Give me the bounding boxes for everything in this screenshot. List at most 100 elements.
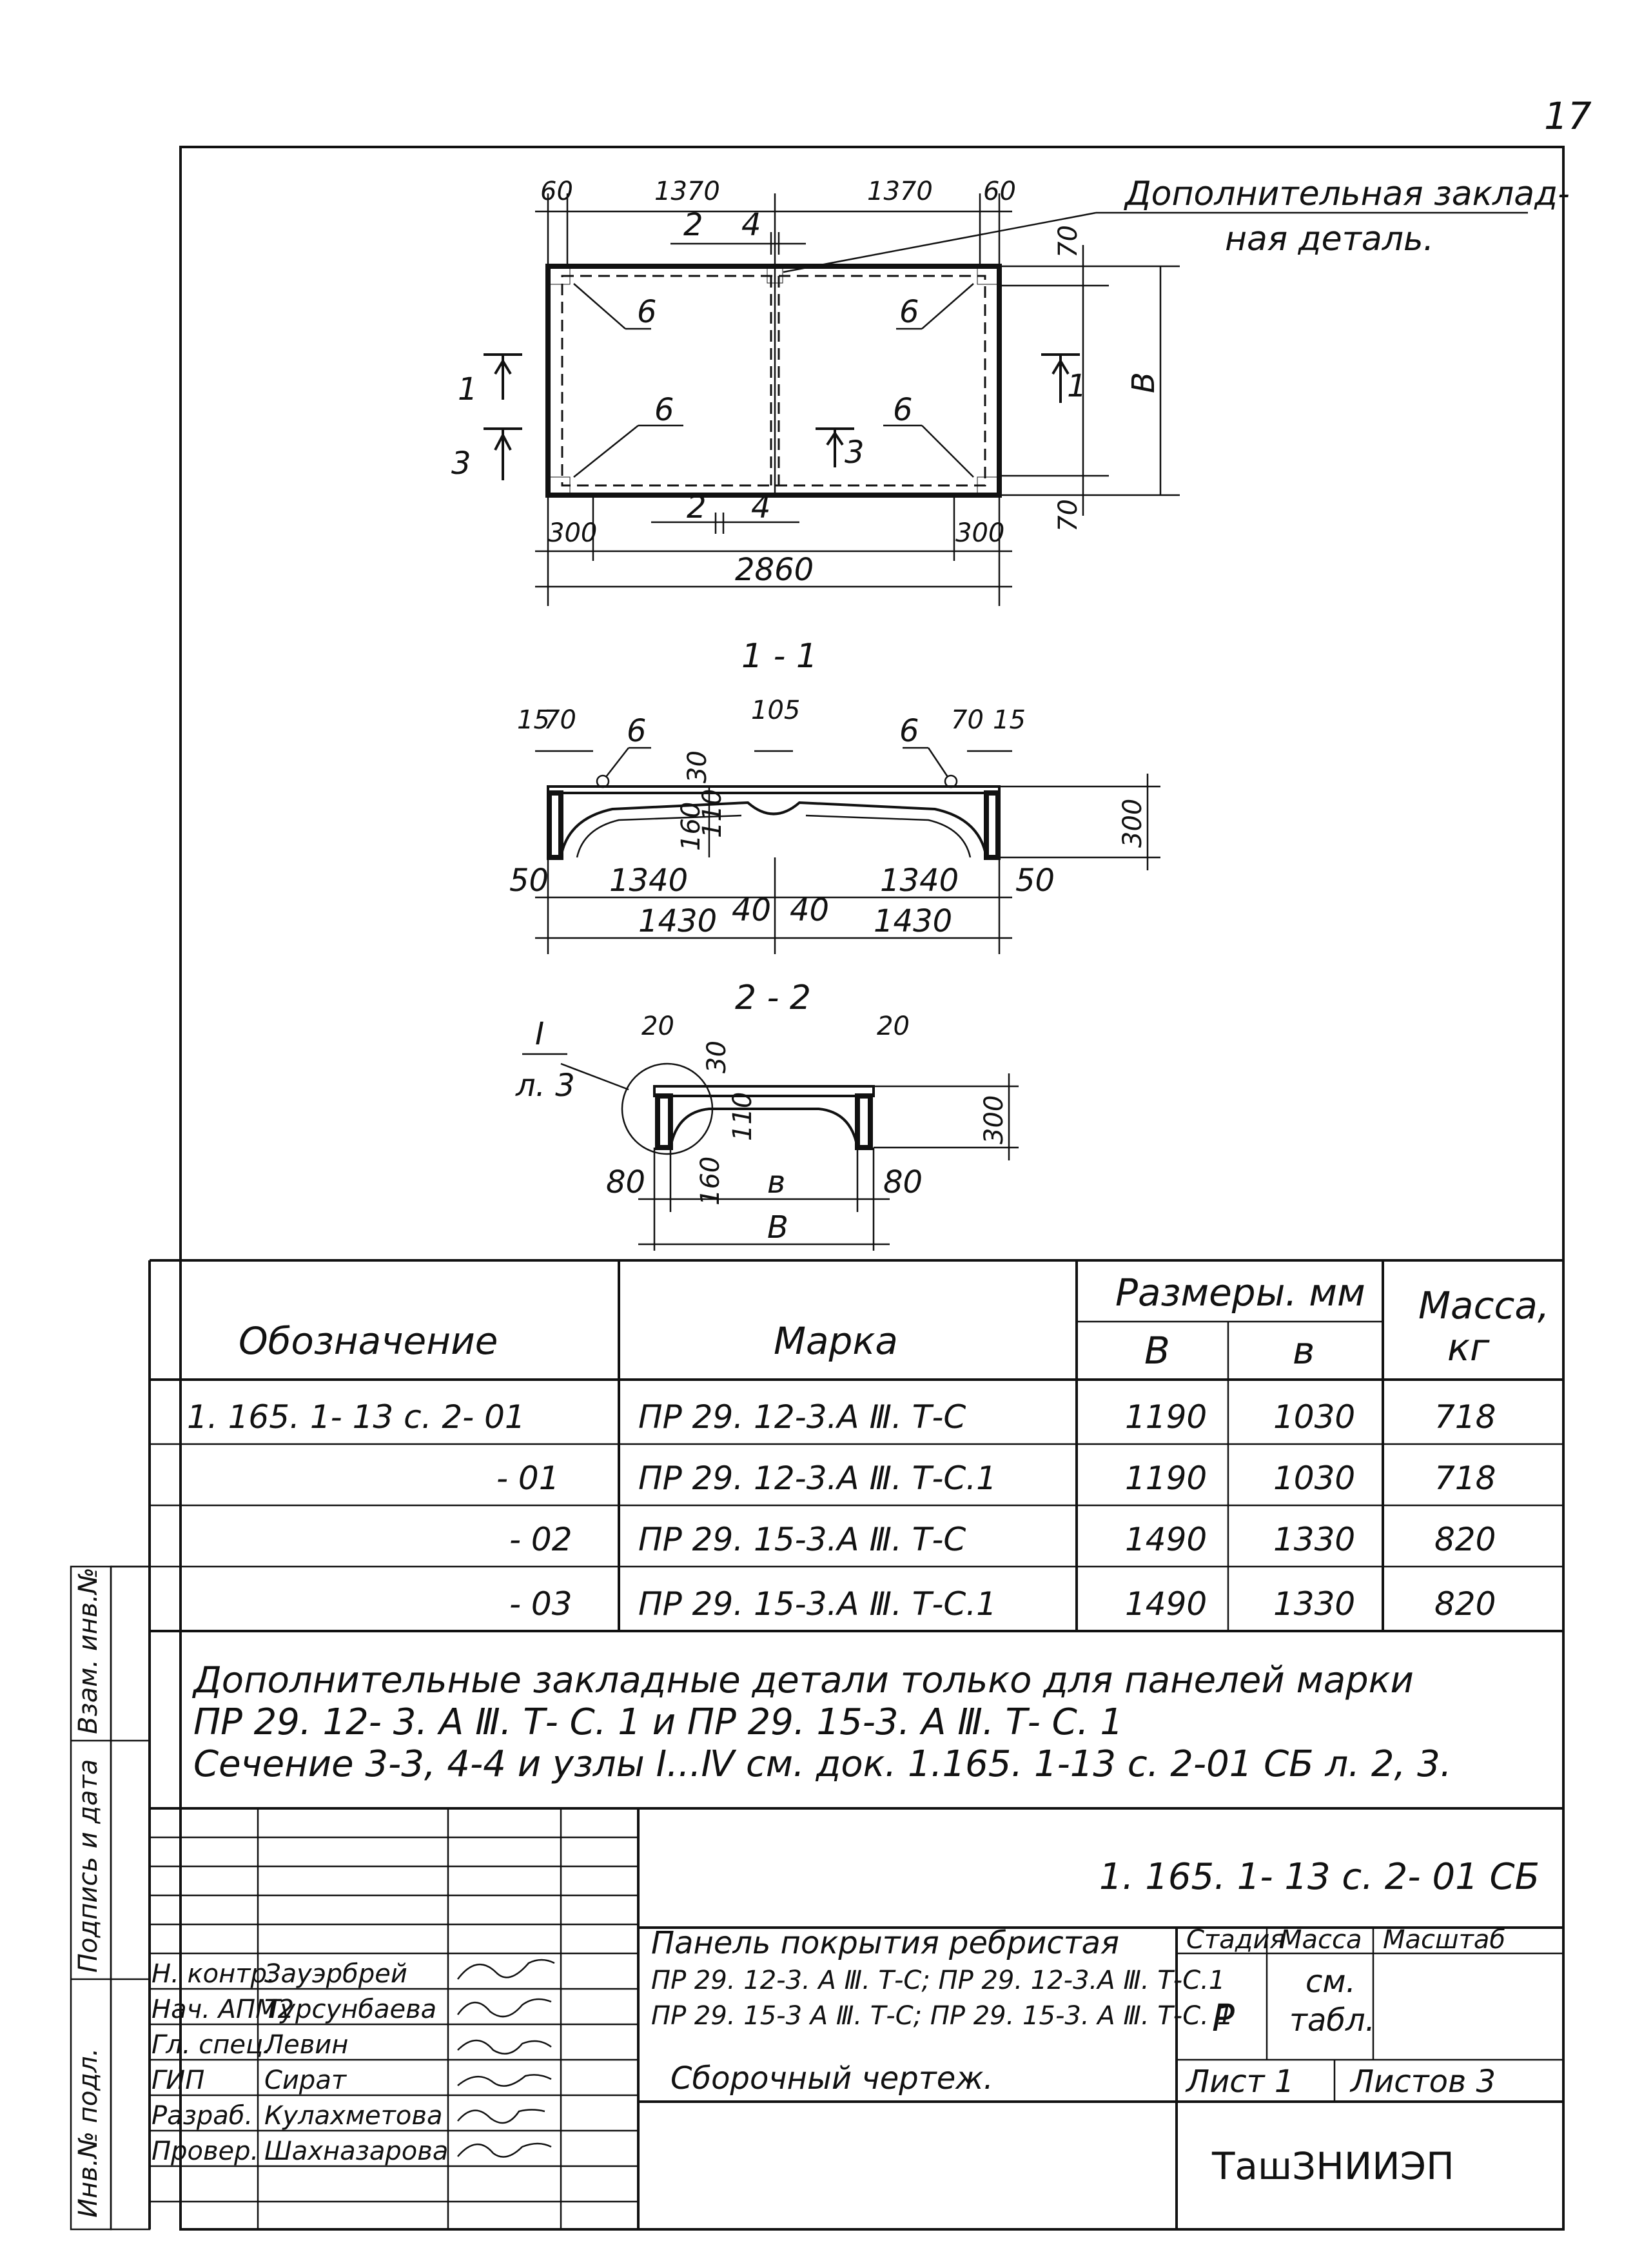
s11-dim-70-left: 70	[543, 705, 576, 735]
s11-dim-160: 160	[676, 802, 706, 851]
staff-row: Разраб. Кулахметова	[152, 2101, 442, 2131]
side-stamp-inv-orig: Инв.№ подл.	[73, 2048, 103, 2218]
callout-line1: Дополнительная заклад-	[1124, 175, 1570, 213]
plan-dim-2-bottom: 2	[687, 489, 707, 525]
svg-text:1330: 1330	[1273, 1585, 1355, 1623]
title-block: 1. 165. 1- 13 с. 2- 01 СБ Панель покрыти…	[150, 1807, 1563, 2229]
col-B: В	[1144, 1329, 1170, 1373]
note-line3: Сечение 3-3, 4-4 и узлы I...Ⅳ см. док. 1…	[193, 1743, 1452, 1785]
col-b: в	[1293, 1329, 1315, 1373]
s11-dim-110: 110	[698, 789, 727, 838]
side-stamp-sign-date: Подпись и дата	[73, 1759, 103, 1973]
svg-text:1490: 1490	[1125, 1585, 1207, 1623]
plan-section-1-left: 1	[458, 371, 478, 407]
s22-dim-300: 300	[979, 1095, 1009, 1144]
col-mass-unit: кг	[1447, 1325, 1490, 1369]
s11-dim-30: 30	[683, 750, 712, 783]
s22-dim-20-right: 20	[877, 1012, 910, 1041]
svg-text:1. 165. 1- 13 с. 2- 01: 1. 165. 1- 13 с. 2- 01	[187, 1398, 525, 1436]
plan-dim-2860: 2860	[735, 552, 814, 588]
note-line1: Дополнительные закладные детали только д…	[191, 1659, 1414, 1701]
s11-dim-1340-left: 1340	[609, 863, 688, 899]
svg-text:Гл. спец.: Гл. спец.	[152, 2030, 271, 2060]
svg-text:1030: 1030	[1273, 1398, 1355, 1436]
signature-5	[457, 2109, 545, 2124]
svg-text:Турсунбаева: Турсунбаева	[264, 1995, 436, 2024]
svg-text:Н. контр.: Н. контр.	[152, 1959, 275, 1989]
svg-text:1190: 1190	[1125, 1460, 1207, 1497]
title-line2: ПР 29. 12-3. А Ⅲ. Т-С; ПР 29. 12-3.А Ⅲ. …	[651, 1966, 1225, 1995]
signature-2	[456, 1998, 552, 2018]
s11-dim-1430-right: 1430	[874, 903, 952, 939]
callout-line2: ная деталь.	[1225, 220, 1434, 259]
col-sizes: Размеры. мм	[1115, 1271, 1365, 1315]
table-row: - 02 ПР 29. 15-3.А Ⅲ. Т-С 1490 1330 820	[509, 1521, 1496, 1558]
svg-text:1330: 1330	[1273, 1521, 1355, 1558]
node-number: I	[535, 1016, 544, 1052]
mass-value-2: табл.	[1289, 2002, 1375, 2038]
stage-label: Стадия	[1186, 1925, 1285, 1955]
note-line2: ПР 29. 12- 3. А Ⅲ. Т- С. 1 и ПР 29. 15-3…	[193, 1701, 1123, 1743]
section-1-1: 1 - 1 6 6 15 70 105 70 15 30 110 160 300	[509, 637, 1160, 954]
svg-text:ПР 29. 15-3.А Ⅲ. Т-С.1: ПР 29. 15-3.А Ⅲ. Т-С.1	[638, 1585, 997, 1623]
s11-dim-40-right: 40	[790, 892, 829, 928]
s22-dim-110: 110	[728, 1092, 758, 1141]
svg-text:Кулахметова: Кулахметова	[264, 2101, 442, 2131]
staff-row: Н. контр. Зауэрбрей	[152, 1959, 407, 1989]
svg-text:820: 820	[1434, 1585, 1496, 1623]
spec-table: Обозначение Марка Размеры. мм В в Масса,…	[148, 1259, 1563, 2229]
svg-text:Разраб.: Разраб.	[152, 2101, 253, 2131]
sheets-label: Листов 3	[1349, 2064, 1496, 2100]
s11-dim-15-left: 15	[517, 705, 550, 735]
s11-dim-15-right: 15	[993, 705, 1026, 735]
plan-detail-6-a: 6	[637, 294, 657, 330]
svg-text:1190: 1190	[1125, 1398, 1207, 1436]
sheet-label: Лист 1	[1185, 2064, 1294, 2100]
scale-label: Масштаб	[1383, 1925, 1505, 1955]
svg-text:Шахназарова: Шахназарова	[264, 2136, 448, 2166]
title-line1: Панель покрытия ребристая	[651, 1925, 1119, 1961]
node-sheet: л. 3	[515, 1068, 575, 1104]
plan-section-3-left: 3	[451, 445, 471, 482]
staff-row: Гл. спец. Левин	[152, 2030, 348, 2060]
svg-text:Зауэрбрей: Зауэрбрей	[264, 1959, 407, 1989]
side-stamp-inner	[110, 1565, 151, 2231]
s11-dim-300: 300	[1118, 799, 1148, 848]
s11-dim-1340-right: 1340	[880, 863, 959, 899]
plan-section-3-mid: 3	[845, 435, 865, 471]
plan-dim-60-right: 60	[983, 177, 1016, 206]
plan-dim-4-top: 4	[741, 207, 761, 243]
svg-text:ГИП: ГИП	[152, 2066, 204, 2095]
s22-dim-80-right: 80	[883, 1164, 923, 1200]
staff-row: Провер. Шахназарова	[152, 2136, 448, 2166]
plan-detail-6-b: 6	[899, 294, 919, 330]
page-number: 17	[1544, 94, 1592, 138]
s11-dim-50-right: 50	[1015, 863, 1055, 899]
svg-text:Сират: Сират	[264, 2066, 347, 2095]
side-stamp-inv-swap: Взам. инв.№	[73, 1567, 103, 1734]
plan-dim-1370-left: 1370	[654, 177, 720, 206]
s11-detail-6-right: 6	[899, 713, 919, 749]
sheet-frame	[179, 146, 1565, 2231]
plan-dim-B: В	[1126, 372, 1162, 393]
svg-text:1490: 1490	[1125, 1521, 1207, 1558]
plan-dim-300-left: 300	[548, 518, 597, 548]
panel-outline	[545, 264, 1002, 498]
plan-section-1-right: 1	[1067, 368, 1087, 404]
section-2-2-title: 2 - 2	[735, 979, 811, 1017]
col-designation: Обозначение	[239, 1319, 498, 1363]
s22-dim-B: В	[767, 1209, 788, 1246]
s22-dim-30: 30	[702, 1041, 732, 1073]
signature-1	[457, 1959, 555, 1980]
col-mark: Марка	[774, 1319, 898, 1363]
svg-text:Нач. АПМ2: Нач. АПМ2	[152, 1995, 294, 2024]
signature-3	[457, 2039, 552, 2055]
svg-text:ПР 29. 12-3.А Ⅲ. Т-С.1: ПР 29. 12-3.А Ⅲ. Т-С.1	[638, 1460, 997, 1497]
plan-detail-6-c: 6	[654, 392, 674, 428]
s22-dim-160: 160	[696, 1157, 725, 1206]
plan-dim-2-top: 2	[683, 207, 703, 243]
plan-dim-4-bottom: 4	[751, 489, 771, 525]
mass-label: Масса	[1280, 1925, 1362, 1955]
title-line3: ПР 29. 15-3 А Ⅲ. Т-С; ПР 29. 15-3. А Ⅲ. …	[651, 2001, 1233, 2031]
svg-text:- 02: - 02	[509, 1521, 572, 1558]
